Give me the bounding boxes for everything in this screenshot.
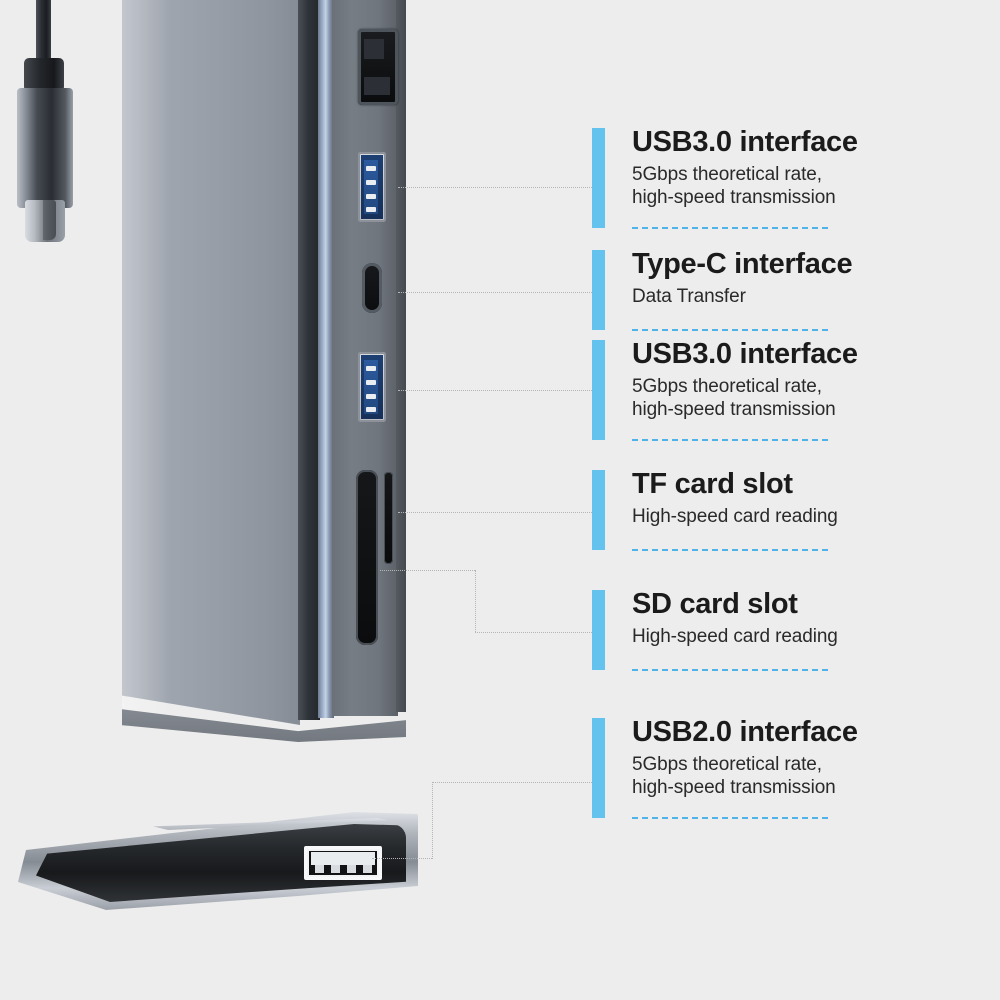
leader-line-usb2-segment-2 (432, 782, 433, 859)
usb-c-port-icon (362, 263, 382, 313)
cable-collar (24, 58, 64, 92)
callout-desc-line-1: High-speed card reading (632, 505, 838, 527)
sd-card-slot-icon (356, 470, 378, 645)
callout-dashed-separator (632, 549, 828, 551)
callout-accent-bar (592, 250, 605, 330)
product-illustration (17, 0, 418, 920)
usb-a-port-icon (358, 152, 386, 222)
callout-accent-bar (592, 718, 605, 818)
callout-title: SD card slot (632, 588, 798, 620)
leader-line-usb3-top (398, 187, 592, 188)
callout-title: USB3.0 interface (632, 126, 858, 158)
ethernet-port-icon (358, 29, 398, 105)
callout-title: USB2.0 interface (632, 716, 858, 748)
tf-card-slot-icon (384, 472, 393, 564)
callout-desc-line-2: high-speed transmission (632, 186, 836, 208)
callout-desc-line-1: Data Transfer (632, 285, 746, 307)
usb-a-port-icon (358, 352, 386, 422)
callout-dashed-separator (632, 439, 828, 441)
hub-panel-right-edge (396, 0, 406, 712)
callout-dashed-separator (632, 669, 828, 671)
leader-line-usb2-segment-1 (372, 858, 432, 859)
usb-c-connector-tip-shadow (43, 200, 56, 240)
callout-desc-line-1: 5Gbps theoretical rate, (632, 753, 822, 775)
callout-title: USB3.0 interface (632, 338, 858, 370)
hub-body-seam (298, 0, 320, 720)
callout-title: Type-C interface (632, 248, 853, 280)
hub-body-edge (318, 0, 334, 718)
leader-line-usb3-bottom (398, 390, 592, 391)
leader-line-sd-card-segment-2 (475, 570, 476, 632)
leader-line-sd-card-segment-1 (380, 570, 475, 571)
cable-wire (36, 0, 51, 66)
callout-accent-bar (592, 340, 605, 440)
usb-c-connector-icon (17, 88, 73, 208)
hub-body-highlight (122, 0, 170, 725)
usb-a-port-icon (304, 846, 382, 880)
callout-dashed-separator (632, 329, 828, 331)
callout-accent-bar (592, 470, 605, 550)
hub-body-face (122, 0, 300, 725)
callout-desc-line-2: high-speed transmission (632, 398, 836, 420)
leader-line-usb2-segment-3 (432, 782, 592, 783)
callout-desc-line-1: 5Gbps theoretical rate, (632, 375, 822, 397)
leader-line-sd-card-segment-3 (475, 632, 592, 633)
hub-base-stand (18, 810, 418, 920)
callout-accent-bar (592, 590, 605, 670)
callout-desc-line-1: 5Gbps theoretical rate, (632, 163, 822, 185)
callout-desc-line-1: High-speed card reading (632, 625, 838, 647)
callout-dashed-separator (632, 227, 828, 229)
leader-line-type-c (398, 292, 592, 293)
callout-accent-bar (592, 128, 605, 228)
callout-title: TF card slot (632, 468, 793, 500)
callout-desc-line-2: high-speed transmission (632, 776, 836, 798)
leader-line-tf-card (398, 512, 592, 513)
callout-dashed-separator (632, 817, 828, 819)
